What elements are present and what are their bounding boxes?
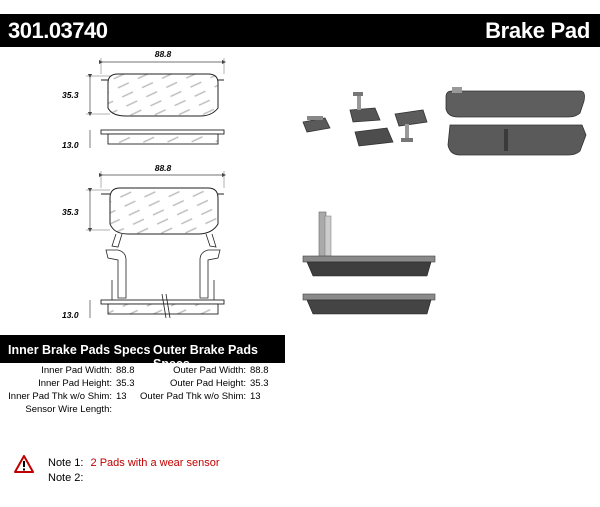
- product-photo-side-profiles: [302, 211, 436, 315]
- bottom-view: 88.8 35.3 13.0: [62, 163, 227, 320]
- product-type: Brake Pad: [485, 18, 590, 43]
- top-width-dim: 88.8: [155, 49, 172, 59]
- top-height-dim: 35.3: [62, 90, 79, 100]
- note-1-text: 2 Pads with a wear sensor: [90, 457, 220, 469]
- specs-header: Inner Brake Pads Specs Outer Brake Pads …: [0, 335, 285, 371]
- product-photo-pad-pair: [445, 87, 587, 156]
- bottom-height-dim: 35.3: [62, 207, 79, 217]
- note-2: Note 2:: [48, 472, 84, 484]
- product-photo-components: [302, 92, 428, 147]
- outer-specs-title: Outer Brake Pads Specs: [153, 343, 258, 371]
- top-thickness-dim: 13.0: [62, 140, 79, 150]
- top-view: 88.8 35.3 13.0: [62, 49, 227, 150]
- warning-icon: [14, 455, 34, 473]
- bottom-width-dim: 88.8: [155, 163, 172, 173]
- part-number: 301.03740: [8, 18, 108, 43]
- technical-drawing: 88.8 35.3 13.0 88.8 35.3: [62, 49, 227, 320]
- header-bar: 301.03740 Brake Pad: [0, 14, 600, 47]
- inner-specs-title: Inner Brake Pads Specs: [8, 343, 151, 357]
- bottom-thickness-dim: 13.0: [62, 310, 79, 320]
- note-1: Note 1: 2 Pads with a wear sensor: [48, 457, 220, 469]
